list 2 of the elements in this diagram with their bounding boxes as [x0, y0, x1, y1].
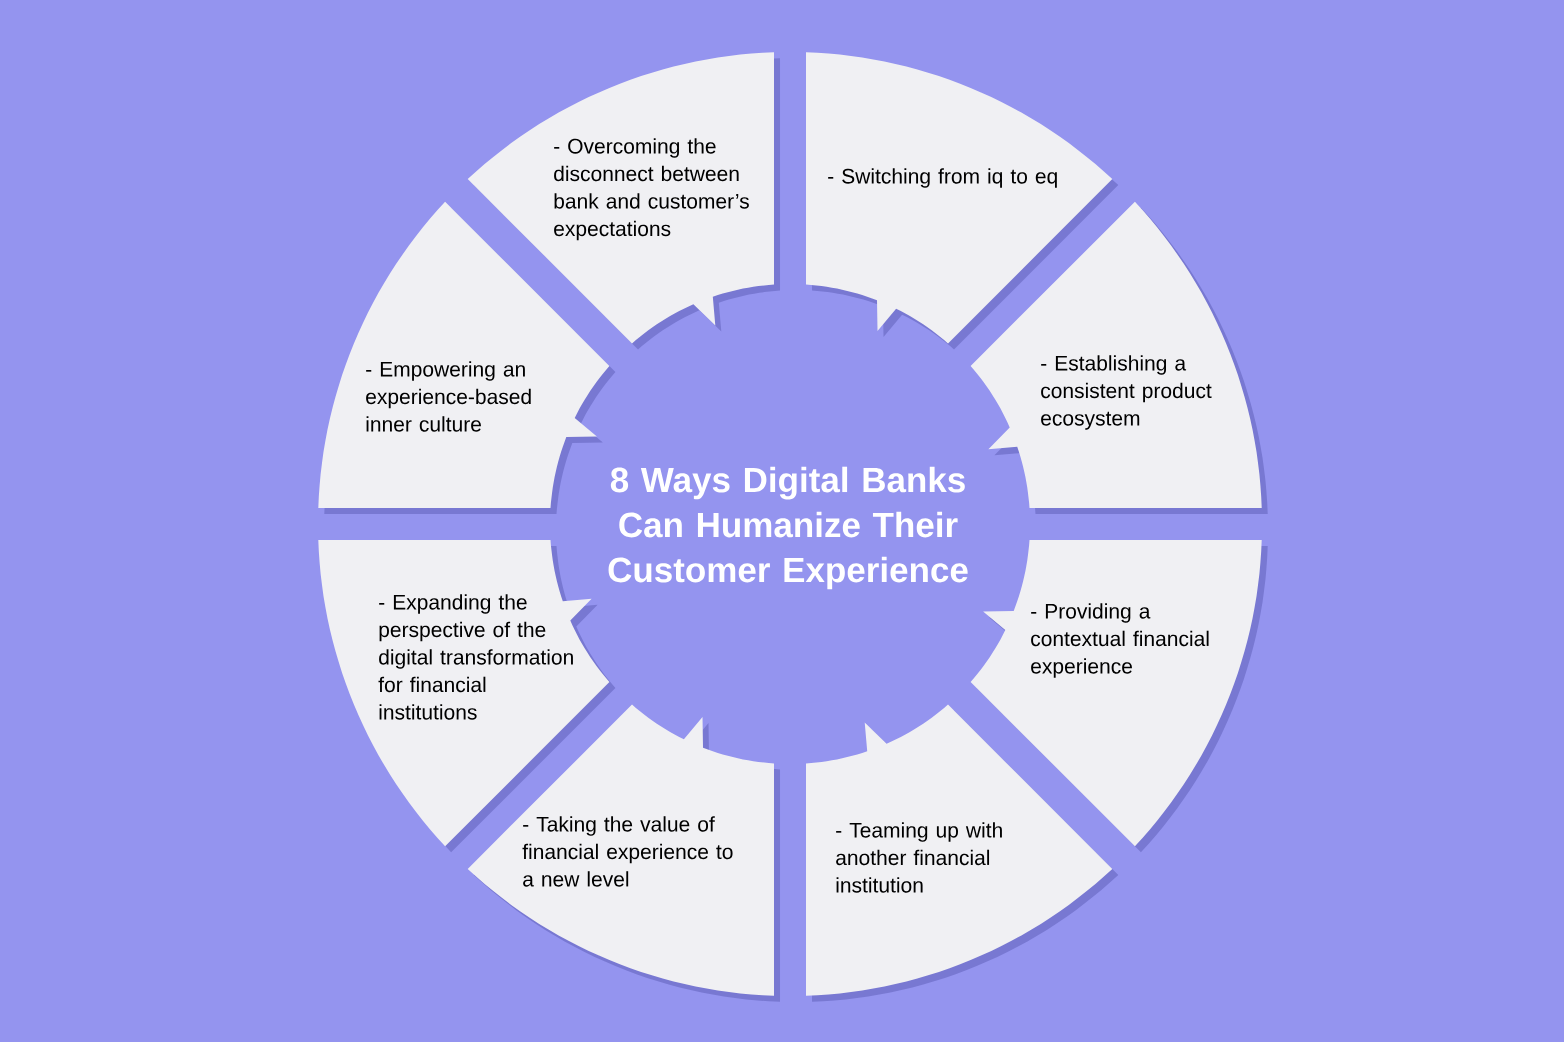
ring-segment: - Teaming up with another financial institution	[806, 704, 1119, 1002]
ring-segment: - Establishing a consistent product ecosystem	[970, 201, 1268, 514]
